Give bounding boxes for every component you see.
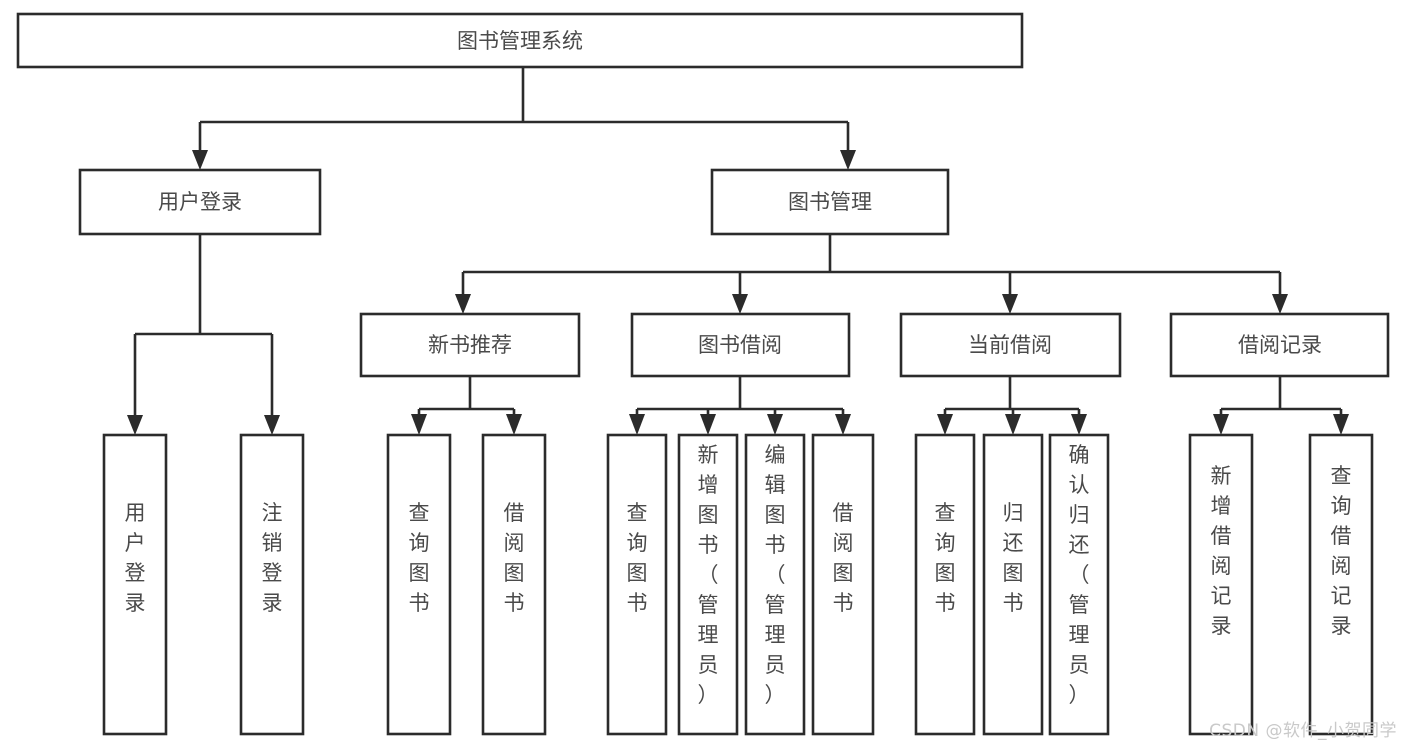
node-new-book-label: 新书推荐 [428,333,512,357]
arrow-to-leaf-confirm-return [1071,414,1087,435]
edge-borrow-bus [635,376,845,418]
arrow-to-leaf-query-record [1333,414,1349,435]
arrow-to-leaf-borrow-book-1 [506,414,522,435]
arrow-to-leaf-user-logout [264,415,280,435]
node-current-borrow-label: 当前借阅 [968,333,1052,357]
leaf-user-logout-box[interactable] [239,433,305,736]
node-new-book-box[interactable] [359,312,581,378]
leaf-user-login-box[interactable] [102,433,168,736]
node-new-book[interactable]: 新书推荐 [359,312,581,378]
leaf-add-book[interactable]: 新增图书（管理员） [677,433,739,736]
leaf-add-book-label: 新增图书（管理员） [698,443,719,707]
leaf-confirm-return-label: 确认归还（管理员） [1069,443,1090,707]
leaf-borrow-book-1-label: 借阅图书 [504,501,525,615]
arrow-to-leaf-borrow-book-2 [835,414,851,435]
node-borrow-label: 图书借阅 [698,333,782,357]
node-root-label: 图书管理系统 [457,29,583,53]
arrow-to-new-book [455,294,471,314]
node-borrow-record[interactable]: 借阅记录 [1169,312,1390,378]
arrow-to-leaf-edit-book [767,414,783,435]
leaf-query-record[interactable]: 查询借阅记录 [1308,433,1374,736]
node-user-login-box[interactable] [78,168,322,236]
leaf-borrow-book-1[interactable]: 借阅图书 [481,433,547,736]
leaf-query-record-box[interactable] [1308,433,1374,736]
arrow-to-leaf-query-book-3 [937,414,953,435]
edge-current-bus [943,376,1081,418]
node-current-borrow-box[interactable] [899,312,1122,378]
arrow-to-borrow [732,294,748,314]
leaf-query-book-3-box[interactable] [914,433,976,736]
arrow-to-leaf-query-book-1 [411,414,427,435]
arrow-to-user-login [192,150,208,170]
leaf-query-book-1[interactable]: 查询图书 [386,433,452,736]
leaf-borrow-book-2-label: 借阅图书 [833,501,854,615]
leaf-query-book-1-box[interactable] [386,433,452,736]
node-borrow[interactable]: 图书借阅 [630,312,851,378]
leaf-add-book-box[interactable] [677,433,739,736]
leaf-query-record-label: 查询借阅记录 [1331,464,1352,638]
leaf-borrow-book-2[interactable]: 借阅图书 [811,433,875,736]
node-book-mgmt[interactable]: 图书管理 [710,168,950,236]
edge-bookmgmt-bus [461,234,1282,294]
leaf-query-book-2[interactable]: 查询图书 [606,433,668,736]
arrow-to-leaf-query-book-2 [629,414,645,435]
leaf-add-record-label: 新增借阅记录 [1211,464,1232,638]
edge-record-bus [1219,376,1343,418]
leaf-user-logout-label: 注销登录 [262,501,283,615]
leaf-return-book-box[interactable] [982,433,1044,736]
leaf-query-book-3[interactable]: 查询图书 [914,433,976,736]
leaf-user-login[interactable]: 用户登录 [102,433,168,736]
leaf-edit-book[interactable]: 编辑图书（管理员） [744,433,806,736]
leaf-query-book-1-label: 查询图书 [409,501,430,615]
leaf-return-book[interactable]: 归还图书 [982,433,1044,736]
leaf-return-book-label: 归还图书 [1003,501,1024,615]
leaf-confirm-return-box[interactable] [1048,433,1110,736]
edge-newbook-bus [417,376,516,418]
node-borrow-box[interactable] [630,312,851,378]
leaf-edit-book-box[interactable] [744,433,806,736]
arrow-to-record [1272,294,1288,314]
leaf-confirm-return[interactable]: 确认归还（管理员） [1048,433,1110,736]
leaf-add-record-box[interactable] [1188,433,1254,736]
leaf-user-login-label: 用户登录 [125,501,146,615]
leaf-query-book-2-box[interactable] [606,433,668,736]
node-borrow-record-label: 借阅记录 [1238,333,1322,357]
leaf-query-book-2-label: 查询图书 [627,501,648,615]
node-current-borrow[interactable]: 当前借阅 [899,312,1122,378]
node-user-login[interactable]: 用户登录 [78,168,322,236]
node-root-box[interactable] [16,12,1024,69]
edge-userlogin-bus [133,234,274,415]
arrow-to-leaf-user-login [127,415,143,435]
edge-root-bus [198,67,850,150]
leaf-borrow-book-1-box[interactable] [481,433,547,736]
edge-layer [127,67,1349,435]
node-book-mgmt-box[interactable] [710,168,950,236]
leaf-borrow-book-2-box[interactable] [811,433,875,736]
node-user-login-label: 用户登录 [158,190,242,214]
node-borrow-record-box[interactable] [1169,312,1390,378]
leaf-add-record[interactable]: 新增借阅记录 [1188,433,1254,736]
node-root[interactable]: 图书管理系统 [16,12,1024,69]
arrow-to-leaf-return-book [1005,414,1021,435]
leaf-user-logout[interactable]: 注销登录 [239,433,305,736]
arrow-to-leaf-add-record [1213,414,1229,435]
leaf-edit-book-label: 编辑图书（管理员） [765,443,786,707]
arrow-to-current [1002,294,1018,314]
node-book-mgmt-label: 图书管理 [788,190,872,214]
leaf-query-book-3-label: 查询图书 [935,501,956,615]
arrow-to-leaf-add-book [700,414,716,435]
arrow-to-book-mgmt [840,150,856,170]
